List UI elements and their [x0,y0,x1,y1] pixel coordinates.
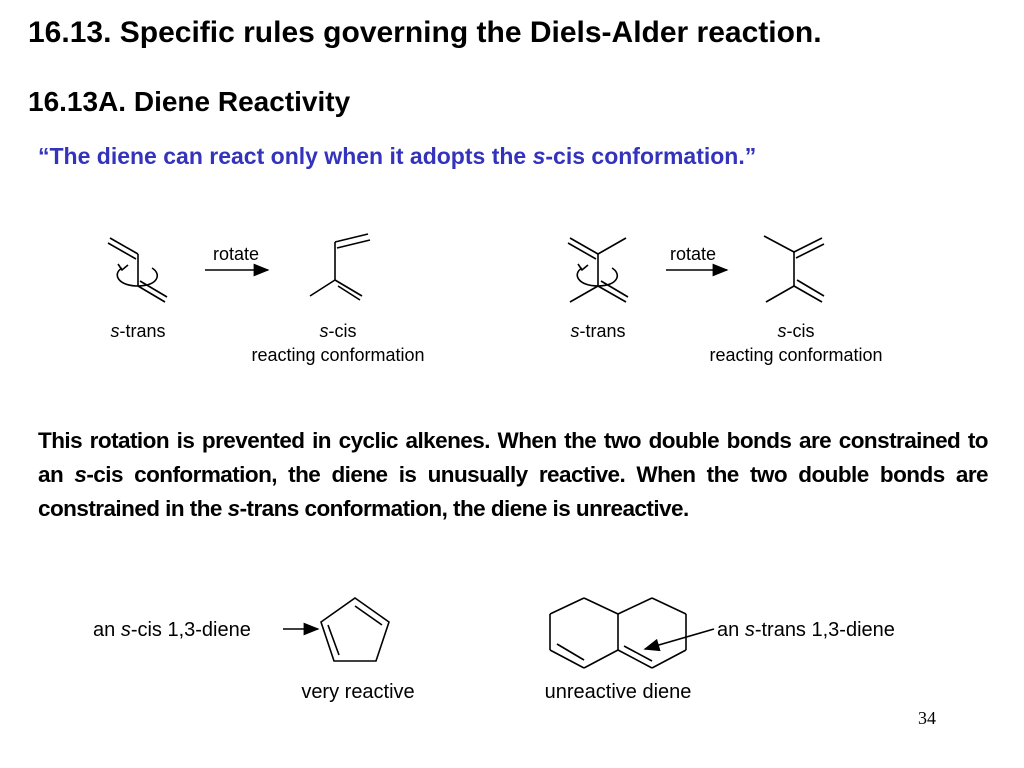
rotation-arrow-icon-2 [576,267,619,287]
paragraph-part: -cis conformation, the diene is unusuall… [38,462,989,521]
rotation-scheme: rotate rotate s-trans s-cis reacting con… [107,233,883,365]
rotate-label: rotate [670,244,716,264]
strans-label: s-trans [570,321,625,341]
strans-label: s-trans [110,321,165,341]
scis-label: s-cis [320,321,357,341]
quote-text: “The diene can react only when it adopts… [38,143,756,170]
explanation-paragraph: This rotation is prevented in cyclic alk… [38,424,989,526]
strans-pointer-arrow [643,628,715,652]
quote-part: -cis conformation.” [545,143,757,169]
paragraph-part: This rotation is prevented in cyclic alk… [38,428,989,487]
strans-butadiene-structure [107,237,168,303]
scis-diene-label: an s-cis 1,3-diene [93,619,251,641]
strans-diene-label: an s-trans 1,3-diene [717,619,895,641]
quote-part: “The diene can react only when it adopts… [38,143,533,169]
strans-diene-structure-2 [567,237,629,303]
rotate-label: rotate [213,244,259,264]
quote-italic: s [532,143,546,169]
slide-title: 16.13. Specific rules governing the Diel… [28,16,822,49]
bicyclic-diene-structure [549,597,687,669]
paragraph-italic: s [227,496,241,521]
reacting-conformation-label: reacting conformation [251,345,424,365]
cyclic-dienes-figure: an s-cis 1,3-diene an s-trans 1,3-diene … [93,597,895,703]
reacting-conformation-label: reacting conformation [709,345,882,365]
slide-subtitle: 16.13A. Diene Reactivity [28,86,351,117]
very-reactive-label: very reactive [301,681,414,703]
page-number: 34 [918,708,936,728]
scis-label: s-cis [778,321,815,341]
cyclopentadiene-structure [320,597,390,662]
unreactive-diene-label: unreactive diene [545,681,692,703]
paragraph-italic: s [74,462,87,487]
scis-diene-structure-2 [763,235,825,303]
rotation-arrow-icon [116,267,159,287]
scis-butadiene-structure [309,233,371,301]
paragraph-part: -trans conformation, the diene is unreac… [239,496,690,521]
